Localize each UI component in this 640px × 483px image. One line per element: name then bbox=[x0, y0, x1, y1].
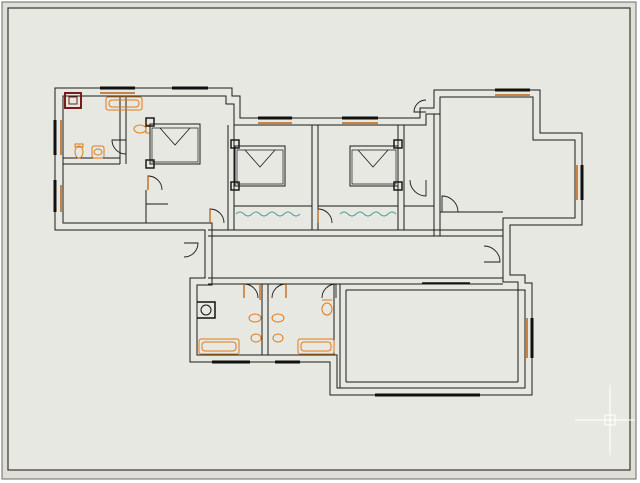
bathtub-icon bbox=[198, 338, 240, 355]
door-leaves bbox=[147, 176, 319, 300]
sink-icon bbox=[91, 145, 105, 159]
ucs-crosshair-icon bbox=[575, 385, 635, 455]
door-swing-icon bbox=[321, 283, 337, 299]
bathtub-icon bbox=[105, 96, 143, 111]
door-swing-icon bbox=[413, 99, 427, 113]
sink-icon bbox=[248, 313, 285, 323]
bed-icon bbox=[145, 117, 201, 169]
stove-icon bbox=[64, 92, 82, 109]
sink-icon bbox=[197, 301, 216, 319]
outer-wall-inner bbox=[62, 95, 576, 389]
toilet-icon bbox=[74, 143, 84, 159]
bed-icon bbox=[349, 139, 403, 191]
wardrobe-2 bbox=[339, 211, 397, 217]
wardrobe-glass bbox=[235, 211, 397, 217]
door-swing-icon bbox=[111, 139, 127, 155]
door-swing-icon bbox=[183, 242, 199, 258]
window-sills bbox=[60, 92, 578, 358]
walls bbox=[54, 87, 583, 396]
beds bbox=[145, 117, 403, 191]
bed-icon bbox=[230, 139, 286, 191]
windows bbox=[53, 86, 584, 397]
door-swing-icon bbox=[441, 195, 459, 213]
door-swing-icon bbox=[483, 245, 501, 263]
sheet-border bbox=[7, 7, 631, 471]
wardrobe-1 bbox=[235, 211, 301, 217]
toilet-icon bbox=[250, 333, 284, 343]
bathtubs bbox=[105, 96, 335, 355]
bathtub-icon bbox=[297, 338, 335, 355]
outer-wall-outer bbox=[54, 87, 583, 396]
sink-icon bbox=[321, 299, 333, 316]
door-swing-icon bbox=[409, 179, 427, 197]
